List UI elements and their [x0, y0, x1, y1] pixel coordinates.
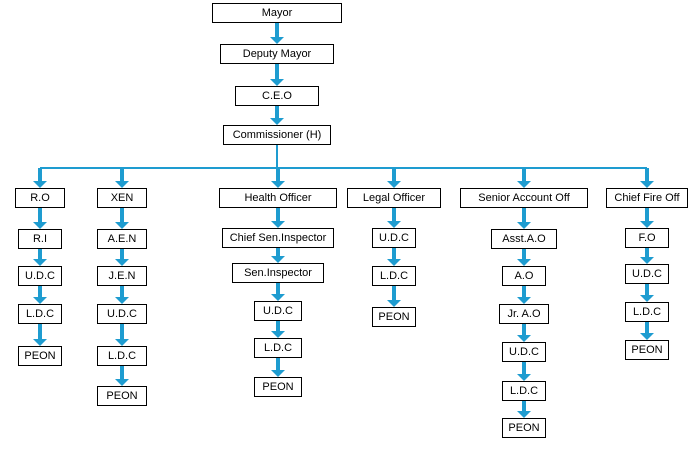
node-legal-officer: Legal Officer [347, 188, 441, 208]
column-arrow [115, 286, 129, 304]
node-peon: PEON [372, 307, 416, 327]
node-ri: R.I [18, 229, 62, 249]
column-arrow [387, 286, 401, 307]
node-ldc: L.D.C [502, 381, 546, 401]
column-arrow [271, 248, 285, 263]
column-arrow [115, 324, 129, 346]
node-ldc: L.D.C [97, 346, 147, 366]
column-arrow [517, 249, 531, 266]
node-jr-ao: Jr. A.O [499, 304, 549, 324]
branch-arrow [115, 168, 129, 188]
node-ldc: L.D.C [372, 266, 416, 286]
column-arrow [517, 324, 531, 342]
branch-arrow [33, 168, 47, 188]
column-arrow [517, 208, 531, 229]
column-arrow [517, 286, 531, 304]
node-udc: U.D.C [18, 266, 62, 286]
node-ldc: L.D.C [254, 338, 302, 358]
node-senior-account-off: Senior Account Off [460, 188, 588, 208]
node-deputy-mayor: Deputy Mayor [220, 44, 334, 64]
node-health-officer: Health Officer [219, 188, 337, 208]
node-ro: R.O [15, 188, 65, 208]
chain-arrow [270, 106, 284, 125]
column-arrow [271, 358, 285, 377]
node-fo: F.O [625, 228, 669, 248]
node-mayor: Mayor [212, 3, 342, 23]
column-arrow [640, 248, 654, 264]
node-ldc: L.D.C [18, 304, 62, 324]
branch-arrow [387, 168, 401, 188]
node-ldc: L.D.C [625, 302, 669, 322]
branch-arrow [517, 168, 531, 188]
column-arrow [640, 322, 654, 340]
column-arrow [115, 366, 129, 386]
node-chief-sen-inspector: Chief Sen.Inspector [222, 228, 334, 248]
column-arrow [387, 208, 401, 228]
column-arrow [33, 249, 47, 266]
column-arrow [271, 208, 285, 228]
node-peon: PEON [625, 340, 669, 360]
column-arrow [33, 286, 47, 304]
column-arrow [115, 249, 129, 266]
node-peon: PEON [18, 346, 62, 366]
node-udc: U.D.C [97, 304, 147, 324]
node-commissioner: Commissioner (H) [223, 125, 331, 145]
column-arrow [33, 324, 47, 346]
branch-arrow [640, 168, 654, 188]
node-peon: PEON [254, 377, 302, 397]
column-arrow [517, 401, 531, 418]
column-arrow [640, 208, 654, 228]
node-aen: A.E.N [97, 229, 147, 249]
node-udc: U.D.C [502, 342, 546, 362]
node-udc: U.D.C [254, 301, 302, 321]
chain-arrow [270, 64, 284, 86]
column-arrow [33, 208, 47, 229]
node-peon: PEON [97, 386, 147, 406]
column-arrow [115, 208, 129, 229]
node-chief-fire-off: Chief Fire Off [606, 188, 688, 208]
node-ceo: C.E.O [235, 86, 319, 106]
node-udc: U.D.C [625, 264, 669, 284]
node-jen: J.E.N [97, 266, 147, 286]
column-arrow [517, 362, 531, 381]
node-xen: XEN [97, 188, 147, 208]
column-arrow [387, 248, 401, 266]
node-asst-ao: Asst.A.O [491, 229, 557, 249]
node-ao: A.O [502, 266, 546, 286]
node-sen-inspector: Sen.Inspector [232, 263, 324, 283]
column-arrow [271, 321, 285, 338]
column-arrow [640, 284, 654, 302]
chain-arrow [270, 23, 284, 44]
column-arrow [271, 283, 285, 301]
node-peon: PEON [502, 418, 546, 438]
node-udc: U.D.C [372, 228, 416, 248]
branch-arrow [271, 168, 285, 188]
